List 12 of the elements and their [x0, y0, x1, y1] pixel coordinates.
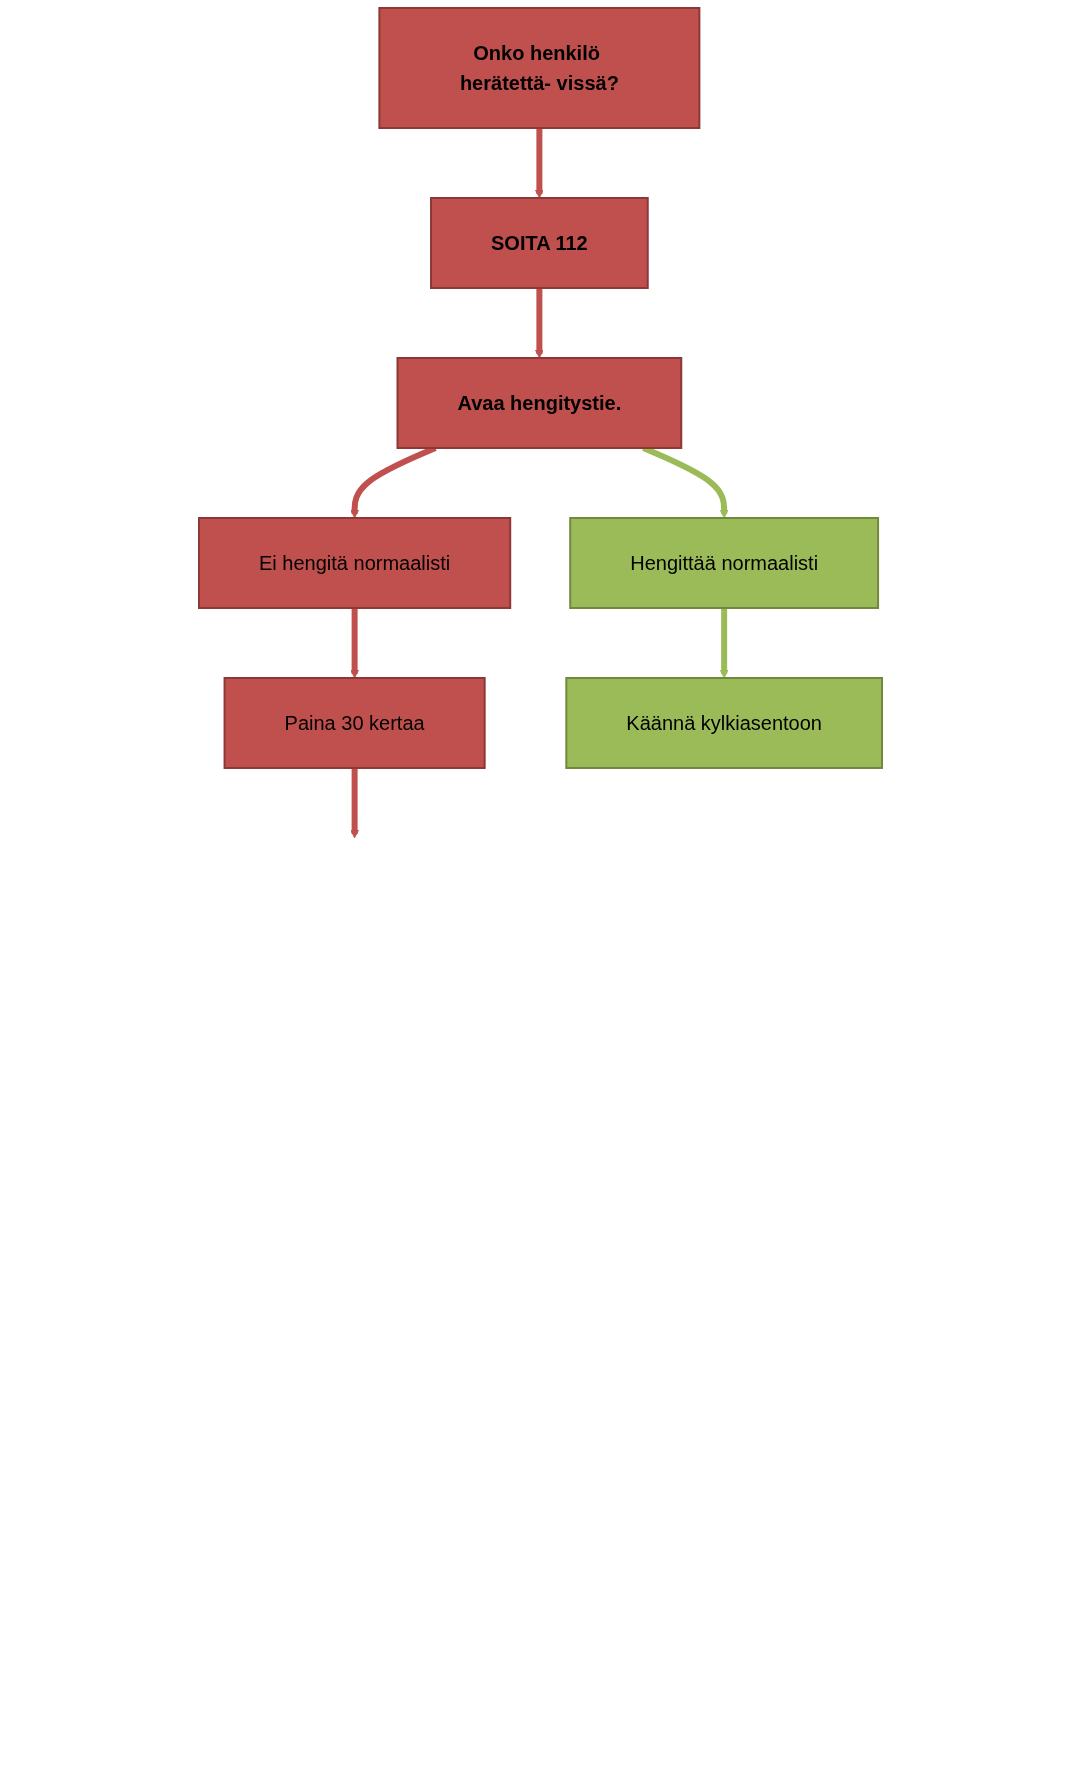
- node-box: Ei hengitä normaalisti: [197, 517, 511, 609]
- arrow: [719, 608, 729, 679]
- arrow: [349, 768, 359, 839]
- node-box: Hengittää normaalisti: [568, 517, 879, 609]
- arrow: [534, 128, 544, 199]
- node-box: Käännä kylkiasentoon: [564, 677, 883, 769]
- node-box: SOITA 112: [429, 197, 649, 289]
- node-box: Onko henkilö herätettä- vissä?: [377, 7, 700, 129]
- arrow: [349, 608, 359, 679]
- node-box: Avaa hengitystie.: [396, 357, 682, 449]
- arrow: [534, 288, 544, 359]
- node-box: Paina 30 kertaa: [223, 677, 486, 769]
